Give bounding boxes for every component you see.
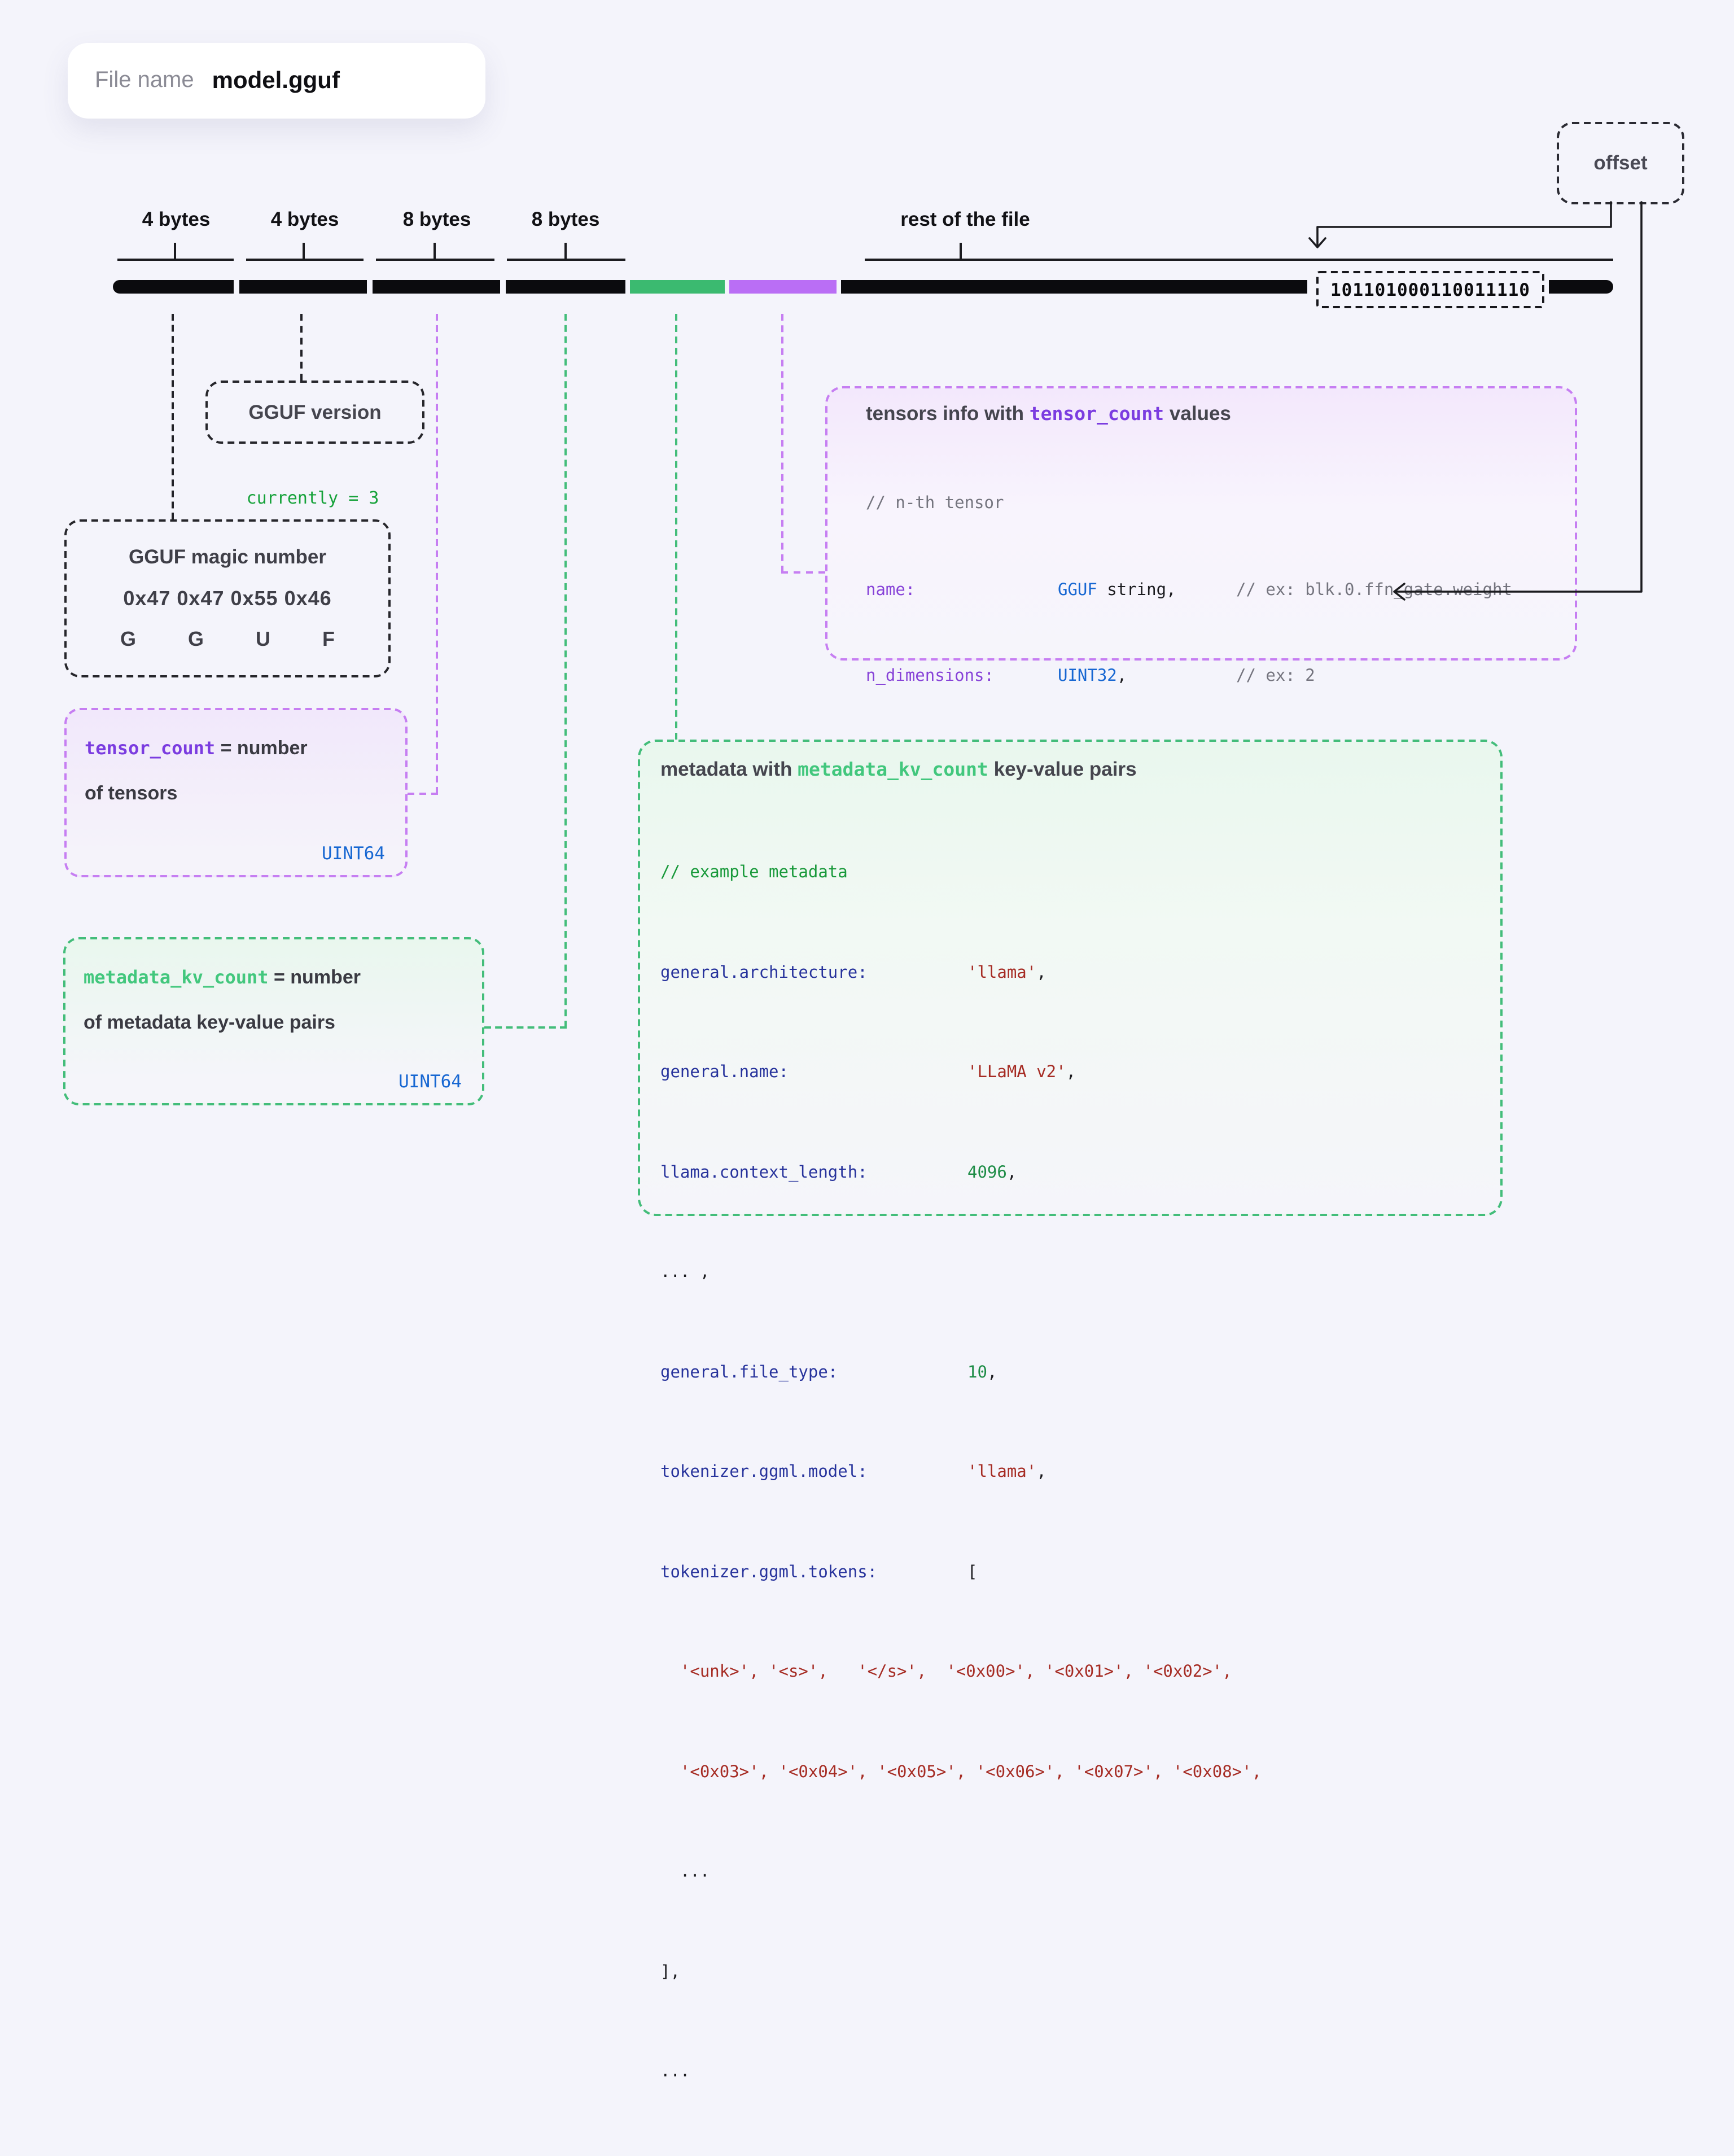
- offset-arrow-to-bar: [1316, 201, 1612, 246]
- kv-count-code: metadata_kv_count: [84, 967, 269, 988]
- kv-count-type: UINT64: [399, 1072, 462, 1092]
- metadata-close-bracket: ],: [660, 1963, 680, 1981]
- file-name-value: model.gguf: [212, 67, 340, 93]
- connector-kv-count-h: [484, 1026, 567, 1029]
- magic-char-g1: G: [120, 627, 136, 650]
- byte-label-version: 4 bytes: [270, 208, 339, 230]
- byte-label-tcount: 8 bytes: [402, 208, 471, 230]
- kv-count-line1: metadata_kv_count = number: [84, 967, 464, 989]
- tensor-count-code: tensor_count: [85, 737, 216, 759]
- metadata-tokens-ellipsis: ...: [660, 1863, 710, 1881]
- bar-segment-tensors-info: [729, 280, 837, 294]
- tensor-count-box: tensor_count = number of tensors UINT64: [64, 708, 408, 877]
- file-name-chip: File name model.gguf: [68, 43, 485, 119]
- magic-chars: G G U F: [94, 628, 361, 651]
- tensor-row-name: name:GGUF string,// ex: blk.0.ffn_gate.w…: [866, 581, 1512, 599]
- magic-title: GGUF magic number: [128, 545, 327, 568]
- offset-chip-label: offset: [1593, 151, 1648, 174]
- magic-char-g2: G: [187, 627, 204, 650]
- rest-of-file-label: rest of the file: [900, 208, 1030, 230]
- tensors-info-panel: tensors info with tensor_count values //…: [825, 386, 1577, 1117]
- connector-magic: [172, 314, 174, 519]
- kv-count-line2: of metadata key-value pairs: [84, 1012, 335, 1033]
- file-name-label: File name: [95, 68, 194, 93]
- byte-label-kvcount: 8 bytes: [531, 208, 600, 230]
- connector-tensors-info-v: [781, 314, 783, 572]
- magic-char-f: F: [322, 627, 335, 650]
- tensors-comment-top: // n-th tensor: [866, 495, 1004, 513]
- metadata-row-tokens: tokenizer.ggml.tokens:[: [660, 1563, 978, 1581]
- offset-arrowhead-down: [1308, 237, 1326, 248]
- metadata-ellipsis-mid: ... ,: [660, 1263, 710, 1282]
- offset-binary-value: 101101000110011110: [1330, 279, 1530, 300]
- metadata-ellipsis-end: ...: [660, 2063, 690, 2081]
- gguf-version-note: currently = 3: [246, 488, 379, 508]
- bar-segment-tail: [1549, 280, 1613, 294]
- bar-segment-magic: [113, 280, 234, 294]
- tensors-title-code: tensor_count: [1029, 403, 1164, 425]
- magic-char-u: U: [255, 627, 270, 650]
- tensors-title-post: values: [1164, 402, 1231, 425]
- bar-segment-version: [239, 280, 367, 294]
- metadata-comment: // example metadata: [660, 864, 848, 882]
- metadata-row-context-length: llama.context_length:4096,: [660, 1164, 1017, 1182]
- metadata-row-name: general.name:'LLaMA v2',: [660, 1064, 1076, 1082]
- tensor-row-ndims: n_dimensions:UINT32,// ex: 2: [866, 667, 1315, 685]
- metadata-panel-title: metadata with metadata_kv_count key-valu…: [660, 758, 1489, 781]
- bracket-rest: [865, 243, 1613, 261]
- connector-kv-count-v: [564, 314, 567, 1027]
- kv-count-eq: = number: [268, 967, 361, 988]
- metadata-tokens-line2: '<0x03>', '<0x04>', '<0x05>', '<0x06>', …: [660, 1763, 1262, 1781]
- connector-tensors-info-h: [781, 571, 825, 574]
- metadata-kv-count-box: metadata_kv_count = number of metadata k…: [63, 937, 484, 1105]
- gguf-format-diagram: File name model.gguf offset 4 bytes 4 by…: [63, 43, 1684, 2081]
- bar-segment-rest: [841, 280, 1307, 294]
- tensor-count-line2: of tensors: [85, 782, 178, 804]
- tensor-count-line1: tensor_count = number: [85, 737, 387, 760]
- magic-hex: 0x47 0x47 0x55 0x46: [123, 587, 332, 609]
- offset-chip: offset: [1557, 122, 1684, 204]
- metadata-code-block: // example metadata general.architecture…: [660, 790, 1489, 2156]
- offset-binary-box: 101101000110011110: [1316, 271, 1544, 308]
- metadata-title-code: metadata_kv_count: [798, 759, 988, 780]
- gguf-version-title: GGUF version: [248, 400, 382, 423]
- tensor-count-type: UINT64: [322, 843, 385, 864]
- gguf-magic-box: GGUF magic number 0x47 0x47 0x55 0x46 G …: [64, 519, 391, 677]
- byte-label-magic: 4 bytes: [142, 208, 211, 230]
- tensors-panel-title: tensors info with tensor_count values: [866, 402, 1564, 426]
- bracket-version: [246, 243, 364, 261]
- metadata-title-pre: metadata with: [660, 758, 798, 780]
- metadata-row-tokenizer-model: tokenizer.ggml.model:'llama',: [660, 1463, 1046, 1481]
- bar-segment-tensor-count: [373, 280, 500, 294]
- bar-segment-metadata: [630, 280, 725, 294]
- metadata-row-architecture: general.architecture:'llama',: [660, 964, 1046, 982]
- connector-tensor-count-h: [408, 793, 438, 795]
- metadata-tokens-line1: '<unk>', '<s>', '</s>', '<0x00>', '<0x01…: [660, 1663, 1232, 1681]
- bracket-magic: [117, 243, 234, 261]
- tensor-count-eq: = number: [215, 737, 308, 759]
- metadata-row-file-type: general.file_type:10,: [660, 1363, 997, 1381]
- connector-tensor-count-v: [436, 314, 438, 794]
- connector-metadata: [675, 314, 677, 740]
- connector-version: [300, 314, 303, 381]
- gguf-version-box: GGUF version: [205, 381, 424, 444]
- metadata-panel: metadata with metadata_kv_count key-valu…: [638, 740, 1503, 2081]
- tensors-title-pre: tensors info with: [866, 402, 1030, 425]
- bracket-kvcount: [507, 243, 625, 261]
- metadata-title-post: key-value pairs: [988, 758, 1137, 780]
- bar-segment-metadata-kv-count: [506, 280, 625, 294]
- bracket-tcount: [376, 243, 494, 261]
